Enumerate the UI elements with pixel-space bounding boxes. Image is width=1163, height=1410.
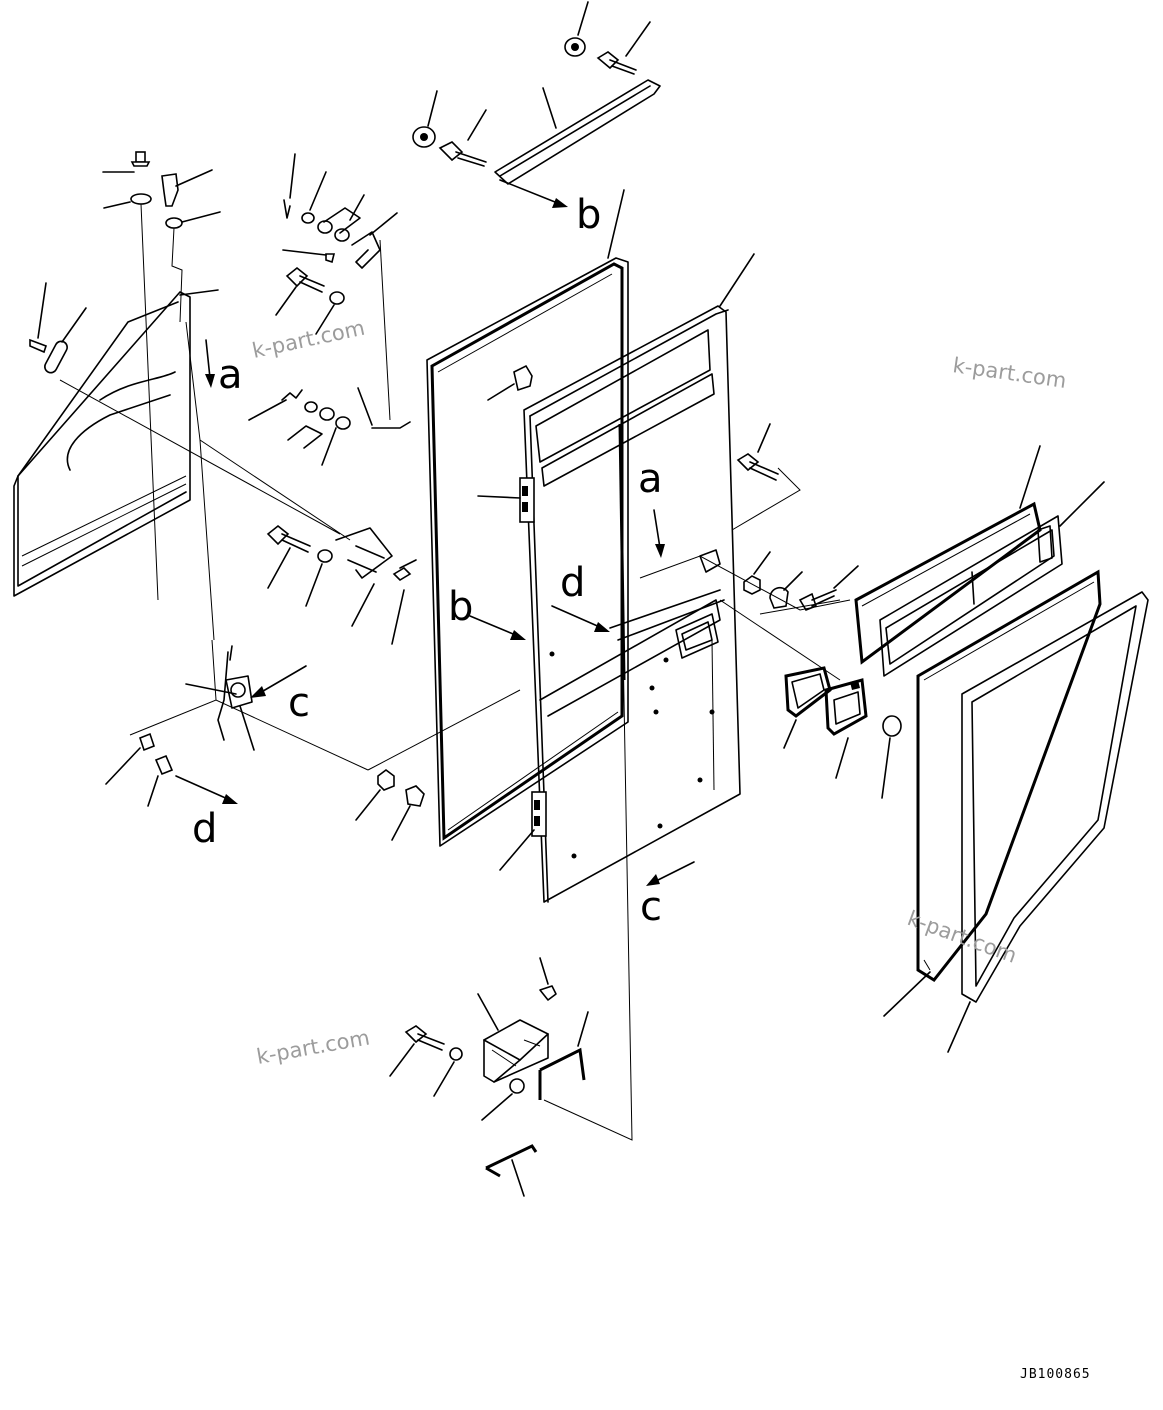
label-a-center: a [638, 456, 663, 502]
watermark-4: k-part.com [255, 1025, 372, 1068]
hinge-parts-upper [275, 153, 398, 421]
reference-arrows [175, 179, 695, 886]
lower-striker-assembly [389, 589, 633, 1197]
label-d-left: d [192, 806, 217, 852]
hinge-parts-lower [59, 379, 417, 645]
top-stay-assembly [412, 1, 661, 185]
label-a-left: a [218, 352, 243, 398]
door-glass-frame [355, 189, 629, 847]
reference-letters: b a a d b c d c [192, 192, 663, 930]
label-c-left: c [288, 680, 310, 726]
watermark-1: k-part.com [250, 316, 367, 363]
lower-window-glass [883, 569, 1149, 1053]
watermark-2: k-part.com [951, 353, 1068, 393]
left-side-panel [13, 282, 219, 597]
label-d-center: d [560, 560, 585, 606]
top-left-pins [102, 151, 221, 641]
drawing-code: JB100865 [1020, 1367, 1091, 1382]
label-b-center: b [448, 584, 473, 630]
upper-window-assembly [854, 445, 1105, 677]
label-c-center: c [640, 884, 662, 930]
window-latch-parts [783, 666, 902, 799]
door-lock-switch [105, 639, 369, 807]
door-frame [477, 253, 755, 903]
label-b-top: b [576, 192, 601, 238]
right-hardware [639, 423, 859, 681]
